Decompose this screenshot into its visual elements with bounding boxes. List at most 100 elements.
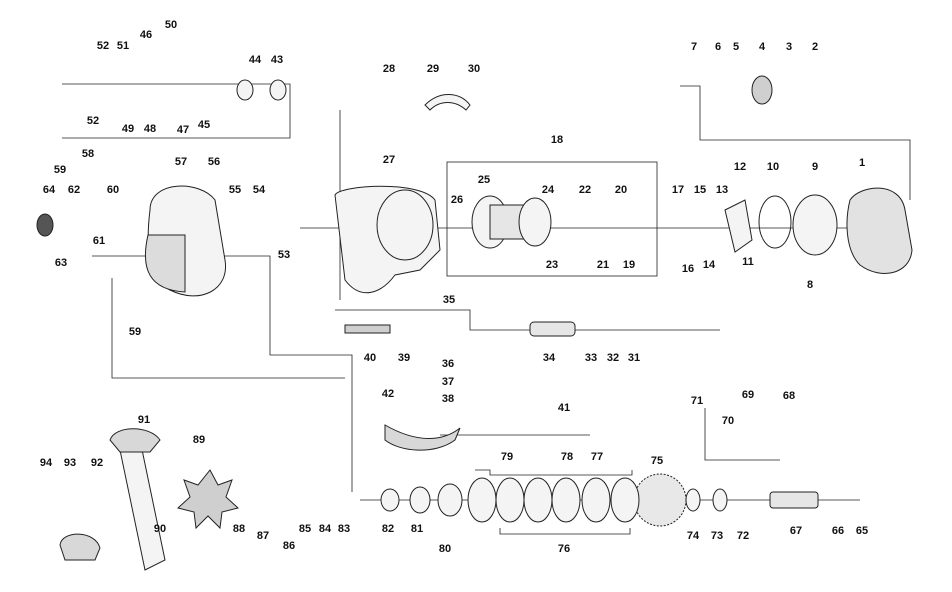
line-68-bracket bbox=[704, 408, 780, 461]
part-label-32: 32 bbox=[607, 352, 619, 364]
washer-77 bbox=[581, 477, 611, 523]
part-label-48: 48 bbox=[144, 123, 156, 135]
part-label-45: 45 bbox=[198, 119, 210, 131]
part-label-93: 93 bbox=[64, 457, 76, 469]
group-box-right-top bbox=[680, 85, 911, 200]
main-gear bbox=[633, 473, 687, 527]
gear-4 bbox=[751, 75, 773, 105]
part-label-49: 49 bbox=[122, 123, 134, 135]
handle-arm bbox=[119, 439, 166, 571]
part-label-87: 87 bbox=[257, 530, 269, 542]
part-label-50: 50 bbox=[165, 19, 177, 31]
part-label-63: 63 bbox=[55, 257, 67, 269]
group-box-top-left bbox=[62, 83, 291, 139]
clutch-cam bbox=[424, 94, 471, 111]
part-label-8: 8 bbox=[807, 279, 813, 291]
part-label-88: 88 bbox=[233, 523, 245, 535]
part-label-67: 67 bbox=[790, 525, 802, 537]
part-label-43: 43 bbox=[271, 54, 283, 66]
ring-64 bbox=[36, 213, 54, 237]
part-label-82: 82 bbox=[382, 523, 394, 535]
part-label-42: 42 bbox=[382, 388, 394, 400]
part-label-52: 52 bbox=[87, 115, 99, 127]
part-label-17: 17 bbox=[672, 184, 684, 196]
part-label-86: 86 bbox=[283, 540, 295, 552]
part-label-76: 76 bbox=[558, 543, 570, 555]
part-label-54: 54 bbox=[253, 184, 266, 196]
washer-81 bbox=[409, 486, 431, 514]
part-label-55: 55 bbox=[229, 184, 241, 196]
washer-79b bbox=[495, 477, 525, 523]
washer-73 bbox=[712, 488, 728, 512]
part-shapes bbox=[36, 75, 913, 571]
group-box-spool bbox=[446, 161, 658, 277]
part-label-53: 53 bbox=[278, 249, 290, 261]
washer-82 bbox=[380, 488, 400, 512]
part-label-59: 59 bbox=[129, 326, 141, 338]
part-label-70: 70 bbox=[722, 415, 734, 427]
part-label-56: 56 bbox=[208, 156, 220, 168]
part-label-57: 57 bbox=[175, 156, 187, 168]
frame-ring bbox=[376, 189, 434, 261]
handle-knob-bottom bbox=[59, 533, 101, 561]
part-label-29: 29 bbox=[427, 63, 439, 75]
part-label-39: 39 bbox=[398, 352, 410, 364]
part-label-51: 51 bbox=[117, 40, 129, 52]
part-label-6: 6 bbox=[715, 41, 721, 53]
part-label-75: 75 bbox=[651, 455, 663, 467]
part-label-7: 7 bbox=[691, 41, 697, 53]
part-label-15: 15 bbox=[694, 184, 706, 196]
part-label-47: 47 bbox=[177, 124, 189, 136]
part-label-44: 44 bbox=[249, 54, 262, 66]
brake-plate bbox=[724, 199, 753, 253]
part-label-68: 68 bbox=[783, 390, 795, 402]
part-label-40: 40 bbox=[364, 352, 376, 364]
part-label-3: 3 bbox=[786, 41, 792, 53]
part-label-21: 21 bbox=[597, 259, 609, 271]
part-label-38: 38 bbox=[442, 393, 454, 405]
part-label-25: 25 bbox=[478, 174, 490, 186]
part-label-58: 58 bbox=[82, 148, 94, 160]
line-76-bracket bbox=[499, 528, 631, 535]
part-label-18: 18 bbox=[551, 134, 563, 146]
washer-78 bbox=[551, 477, 581, 523]
part-label-41: 41 bbox=[558, 402, 570, 414]
part-label-34: 34 bbox=[543, 352, 556, 364]
part-label-35: 35 bbox=[443, 294, 455, 306]
part-label-77: 77 bbox=[591, 451, 603, 463]
part-label-11: 11 bbox=[742, 256, 754, 268]
part-label-31: 31 bbox=[628, 352, 640, 364]
washer-74 bbox=[685, 488, 701, 512]
part-label-65: 65 bbox=[856, 525, 868, 537]
part-label-72: 72 bbox=[737, 530, 749, 542]
side-plate-right bbox=[846, 187, 913, 274]
part-label-4: 4 bbox=[759, 41, 766, 53]
part-label-23: 23 bbox=[546, 259, 558, 271]
part-label-20: 20 bbox=[615, 184, 627, 196]
ring-43 bbox=[269, 79, 287, 101]
line-guide bbox=[384, 424, 461, 451]
handle-knob-top bbox=[109, 428, 161, 453]
part-label-69: 69 bbox=[742, 389, 754, 401]
worm-shaft bbox=[344, 324, 391, 334]
brake-housing bbox=[792, 194, 838, 256]
part-label-89: 89 bbox=[193, 434, 205, 446]
part-label-10: 10 bbox=[767, 161, 779, 173]
part-label-37: 37 bbox=[442, 376, 454, 388]
part-label-94: 94 bbox=[40, 457, 53, 469]
part-label-90: 90 bbox=[154, 523, 166, 535]
washer-76 bbox=[610, 477, 640, 523]
part-label-74: 74 bbox=[687, 530, 700, 542]
part-label-36: 36 bbox=[442, 358, 454, 370]
part-label-19: 19 bbox=[623, 259, 635, 271]
part-label-33: 33 bbox=[585, 352, 597, 364]
part-label-12: 12 bbox=[734, 161, 746, 173]
part-label-30: 30 bbox=[468, 63, 480, 75]
spool-flange-right bbox=[518, 197, 552, 247]
ring-44 bbox=[236, 79, 254, 101]
part-label-16: 16 bbox=[682, 263, 694, 275]
part-label-13: 13 bbox=[716, 184, 728, 196]
part-label-84: 84 bbox=[319, 523, 332, 535]
part-label-71: 71 bbox=[691, 395, 703, 407]
part-label-22: 22 bbox=[579, 184, 591, 196]
